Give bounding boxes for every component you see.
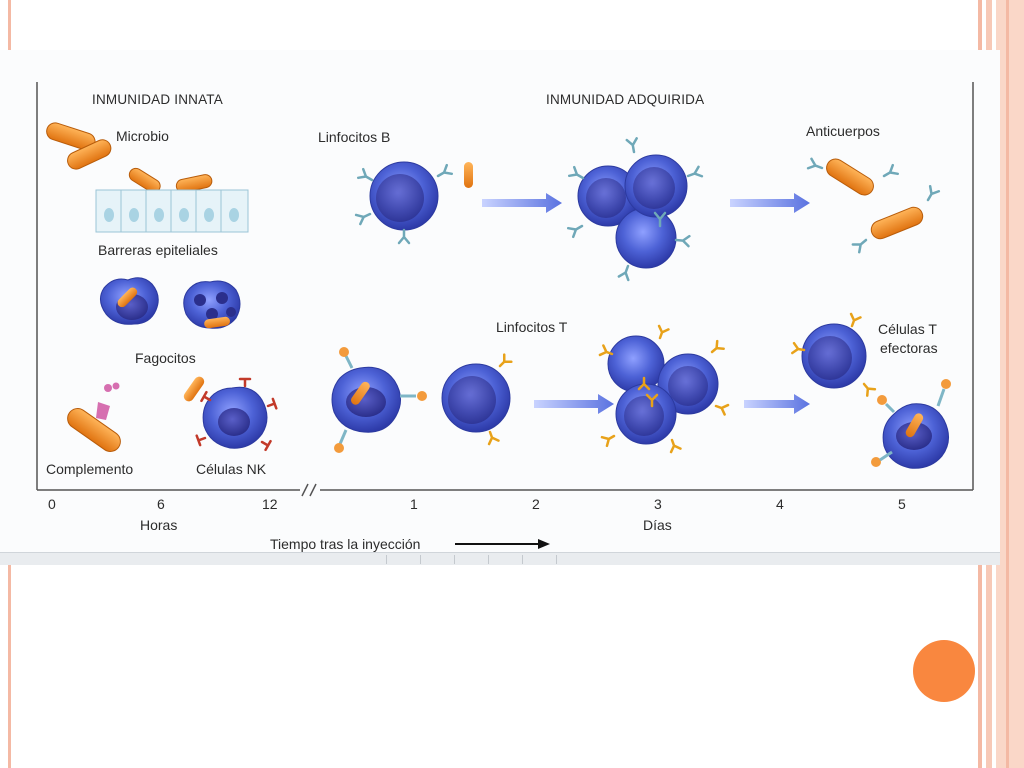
days-label: Días [643,517,672,533]
time-after-injection-label: Tiempo tras la inyección [270,536,421,552]
effector-t-cell [791,312,877,397]
epithelial-barrier [95,189,249,233]
tick-days-1: 1 [410,496,418,512]
toolbar-separator [454,555,455,564]
label-microbe: Microbio [116,128,169,144]
diagram-graphics [36,82,974,549]
b-cell-single [354,161,473,245]
tick-hours-6: 6 [157,496,165,512]
frame-right-band-4 [1006,0,1009,768]
label-antibodies: Anticuerpos [806,123,880,139]
microbe-bacteria [46,122,213,193]
tick-hours-0: 0 [48,496,56,512]
toolbar-separator [488,555,489,564]
toolbar-separator [420,555,421,564]
label-epithelial-barriers: Barreras epiteliales [98,242,218,258]
phagocyte-1 [100,277,159,325]
frame-right-band-3 [996,0,1024,768]
antibodies-with-microbes [806,157,941,254]
label-b-lymphocytes: Linfocitos B [318,129,391,145]
target-infected-cell [871,379,951,469]
immune-response-diagram: INMUNIDAD INNATA INMUNIDAD ADQUIRIDA Mic… [0,50,1000,562]
t-cell-cluster [598,324,730,454]
arrow-t-1 [534,394,614,414]
hours-label: Horas [140,517,178,533]
arrow-b-1 [482,193,562,213]
image-toolbar-strip [0,552,1000,565]
tick-days-5: 5 [898,496,906,512]
frame-left-top-line [8,0,11,50]
acquired-immunity-header: INMUNIDAD ADQUIRIDA [546,92,705,107]
frame-left-bottom-line [8,564,11,768]
axis-break [301,483,317,497]
b-cell-cluster [566,137,704,282]
arrow-t-2 [744,394,810,414]
label-t-lymphocytes: Linfocitos T [496,319,568,335]
label-effector-t-cells-line2: efectoras [880,340,938,356]
tick-days-3: 3 [654,496,662,512]
infected-cell-with-antigen [331,347,427,453]
innate-immunity-header: INMUNIDAD INNATA [92,92,223,107]
tick-days-2: 2 [532,496,540,512]
tick-days-4: 4 [776,496,784,512]
decorative-orange-circle [913,640,975,702]
label-effector-t-cells-line1: Células T [878,321,937,337]
t-cell-single [441,353,513,446]
phagocyte-2 [183,280,241,329]
nk-cell [183,376,278,452]
toolbar-separator [522,555,523,564]
arrow-b-2 [730,193,810,213]
complement-bacterium [67,382,121,452]
label-nk-cells: Células NK [196,461,267,477]
toolbar-separator [386,555,387,564]
label-phagocytes: Fagocitos [135,350,196,366]
toolbar-separator [556,555,557,564]
label-complement: Complemento [46,461,134,477]
time-arrow-head [538,539,550,549]
tick-hours-12: 12 [262,496,278,512]
